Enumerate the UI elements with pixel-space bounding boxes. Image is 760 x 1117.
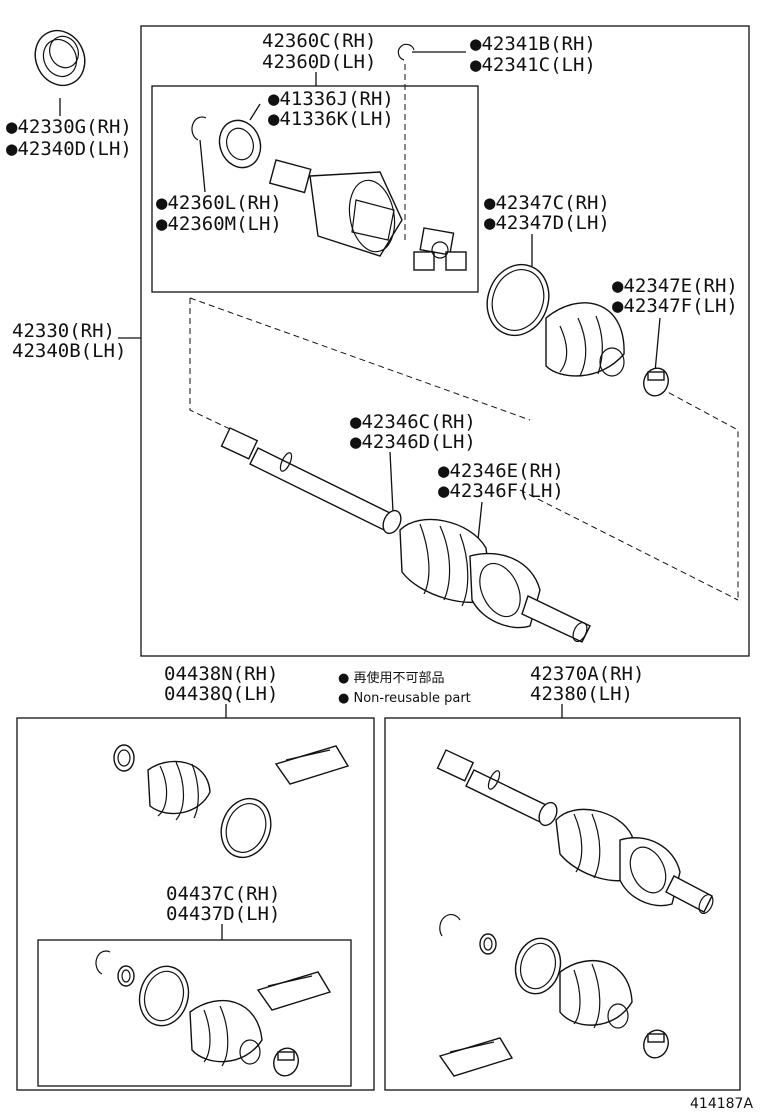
boot-kit-outboard-label-lh: 04438Q(LH) — [164, 683, 278, 705]
dash-top-guide — [189, 297, 531, 421]
figure-code: 414187A — [690, 1096, 753, 1112]
boot-clamp-large-label-lh: ●42347D(LH) — [484, 212, 610, 234]
inner-clip-label-lh: ●42360M(LH) — [156, 213, 282, 235]
inner-seal-part — [218, 119, 262, 169]
kit-outboard-clip-part — [113, 744, 135, 772]
snap-ring-top-label-lh: ●42341C(LH) — [470, 54, 596, 76]
kit-inboard-clamp-large-part — [138, 965, 190, 1027]
boot-clamp-small-label-lh: ●42347F(LH) — [612, 295, 738, 317]
kit-inboard-grease-part — [256, 971, 332, 1011]
boot-kit-frame — [16, 717, 375, 1091]
shaft-assembly-label-rh: 42330(RH) — [12, 320, 115, 342]
shaft-2-clamp-small-part — [643, 1029, 669, 1059]
dash-left-guide — [189, 298, 233, 431]
dash-lower-guide — [519, 489, 739, 601]
boot-clamp-small-label-rh: ●42347E(RH) — [612, 275, 738, 297]
inboard-joint-subframe — [151, 85, 479, 293]
outboard-joint-1-label-lh: ●42346D(LH) — [350, 431, 476, 453]
shaft-2-clamp-large-part — [514, 937, 562, 995]
shaft-assembly-2-label-rh: 42370A(RH) — [530, 663, 644, 685]
outer-seal-part — [34, 29, 86, 87]
outboard-joint-1-label-rh: ●42346C(RH) — [350, 411, 476, 433]
boot-clamp-small-part — [643, 367, 669, 397]
kit-inboard-clip-part — [117, 965, 135, 987]
shaft-assembly-2-frame — [384, 717, 741, 1091]
kit-outboard-grease-part — [274, 745, 350, 785]
leader-inner-clip — [199, 139, 206, 193]
inner-seal-label-rh: ●41336J(RH) — [268, 88, 394, 110]
main-drive-shaft-part — [220, 427, 591, 643]
shaft-assembly-2-label-lh: 42380(LH) — [530, 683, 633, 705]
kit-inboard-clamp-small-part — [273, 1047, 299, 1077]
snap-ring-top-label-rh: ●42341B(RH) — [470, 33, 596, 55]
inner-seal-label-lh: ●41336K(LH) — [268, 108, 394, 130]
outer-seal-label-rh: ●42330G(RH) — [6, 116, 132, 138]
boot-kit-inboard-label-lh: 04437D(LH) — [166, 903, 280, 925]
leader-outboard-joint-1 — [389, 451, 394, 513]
shaft-2-grease-part — [438, 1037, 514, 1077]
boot-clamp-large-label-rh: ●42347C(RH) — [484, 192, 610, 214]
dash-right-guide — [659, 387, 739, 600]
inboard-joint-label-rh: 42360C(RH) — [262, 30, 376, 52]
shaft-2-part — [436, 749, 714, 915]
inner-clip-label-rh: ●42360L(RH) — [156, 192, 282, 214]
legend-japanese: ● 再使用不可部品 — [338, 670, 444, 686]
inboard-joint-housing-part — [268, 159, 403, 257]
shaft-2-clip-part — [479, 933, 497, 955]
legend-english: ● Non-reusable part — [338, 691, 471, 706]
leader-boot-clamp-small — [654, 317, 661, 373]
snap-ring-top-part — [397, 43, 415, 61]
outboard-joint-2-label-lh: ●42346F(LH) — [438, 480, 564, 502]
boot-kit-inboard-label-rh: 04437C(RH) — [166, 883, 280, 905]
boot-kit-inboard-subframe — [37, 939, 352, 1087]
boot-clamp-large-part — [486, 263, 550, 337]
main-assembly-frame — [140, 25, 750, 657]
inner-clip-part — [191, 116, 207, 141]
inboard-boot-part — [545, 302, 625, 377]
inboard-joint-label-lh: 42360D(LH) — [262, 51, 376, 73]
leader-outboard-joint-2 — [477, 501, 483, 541]
kit-outboard-boot-part — [147, 760, 211, 821]
outboard-joint-2-label-rh: ●42346E(RH) — [438, 460, 564, 482]
leader-inner-seal — [249, 103, 261, 121]
kit-inboard-boot-part — [189, 999, 263, 1067]
shaft-2-snap-ring-part — [439, 913, 461, 937]
outer-seal-label-lh: ●42340D(LH) — [6, 138, 132, 160]
shaft-2-boot-part — [559, 959, 633, 1029]
kit-outboard-clamp-part — [220, 797, 272, 859]
tripod-part — [413, 227, 467, 271]
kit-inboard-snap-ring-part — [95, 950, 111, 975]
shaft-assembly-label-lh: 42340B(LH) — [12, 340, 126, 362]
boot-kit-outboard-label-rh: 04438N(RH) — [164, 663, 278, 685]
